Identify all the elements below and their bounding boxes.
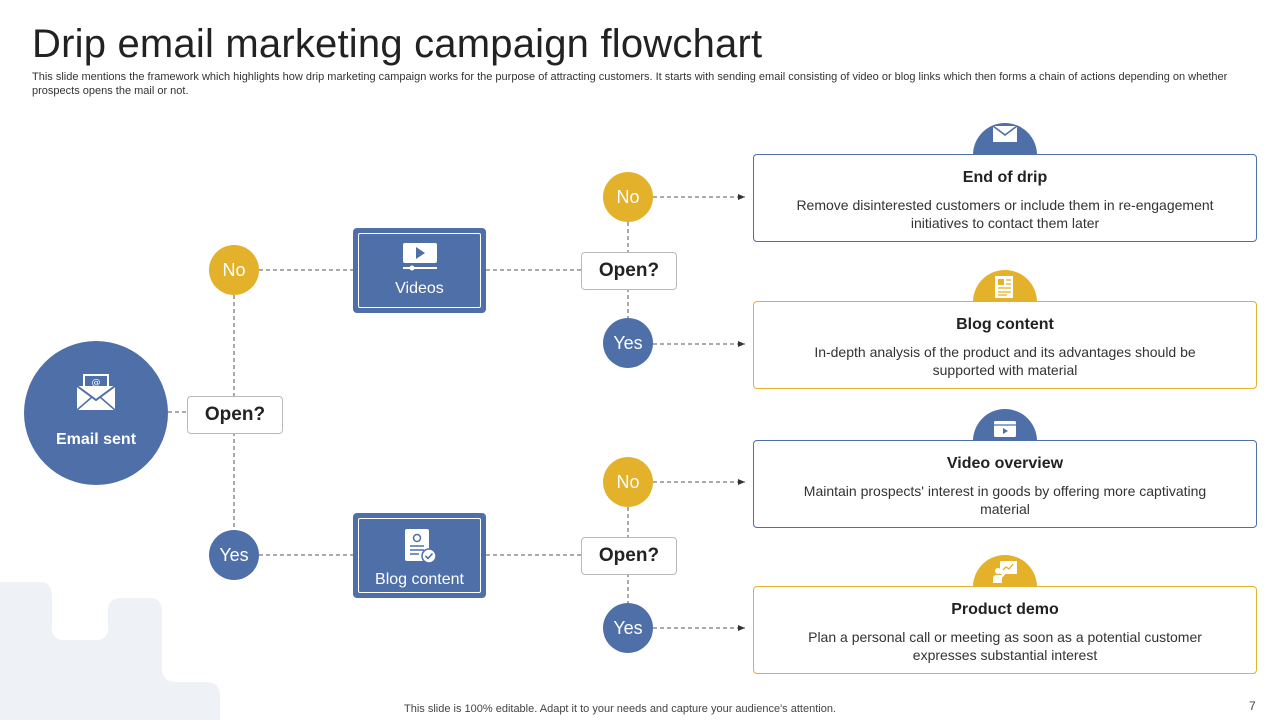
video-overview-text: Maintain prospects' interest in goods by… [803, 483, 1207, 517]
blog-content-label: Blog content [375, 571, 464, 588]
blog-content-text: In-depth analysis of the product and its… [814, 344, 1196, 378]
blog-content-card: Blog content In-depth analysis of the pr… [753, 301, 1257, 389]
email-envelope-icon: @ [76, 374, 116, 411]
page-subtitle: This slide mentions the framework which … [32, 71, 1228, 97]
video-overview-title: Video overview [946, 455, 1064, 472]
yes-badge-product-demo: Yes [603, 603, 653, 653]
svg-text:@: @ [92, 378, 101, 388]
page-title: Drip email marketing campaign flowchart [32, 22, 763, 66]
open-decision-videos: Open? [581, 252, 677, 290]
product-demo-title: Product demo [951, 601, 1059, 618]
email-sent-node: @ Email sent [24, 341, 168, 485]
footer-note: This slide is 100% editable. Adapt it to… [404, 703, 836, 715]
no-badge-videos: No [209, 245, 259, 295]
no-badge-video-overview: No [603, 457, 653, 507]
blog-content-node: Blog content [353, 513, 486, 598]
video-icon [994, 421, 1016, 437]
background-decor-shape [0, 582, 220, 720]
email-sent-label: Email sent [55, 431, 137, 448]
end-of-drip-card: End of drip Remove disinterested custome… [753, 154, 1257, 242]
no-badge-end-of-drip: No [603, 172, 653, 222]
video-player-icon [403, 243, 437, 271]
yes-badge-blog-content: Yes [603, 318, 653, 368]
product-demo-card: Product demo Plan a personal call or mee… [753, 586, 1257, 674]
envelope-icon [992, 125, 1018, 142]
end-of-drip-title: End of drip [962, 169, 1048, 186]
end-of-drip-text: Remove disinterested customers or includ… [796, 197, 1214, 231]
newspaper-icon [995, 276, 1013, 298]
videos-label: Videos [395, 280, 444, 297]
yes-badge-blog: Yes [209, 530, 259, 580]
document-check-icon [405, 529, 437, 564]
product-demo-text: Plan a personal call or meeting as soon … [808, 629, 1202, 663]
open-decision-main: Open? [187, 396, 283, 434]
page-number: 7 [1249, 699, 1256, 713]
video-overview-card: Video overview Maintain prospects' inter… [753, 440, 1257, 528]
videos-node: Videos [353, 228, 486, 313]
blog-content-title: Blog content [956, 316, 1054, 333]
open-decision-blog: Open? [581, 537, 677, 575]
presentation-icon [993, 561, 1017, 583]
